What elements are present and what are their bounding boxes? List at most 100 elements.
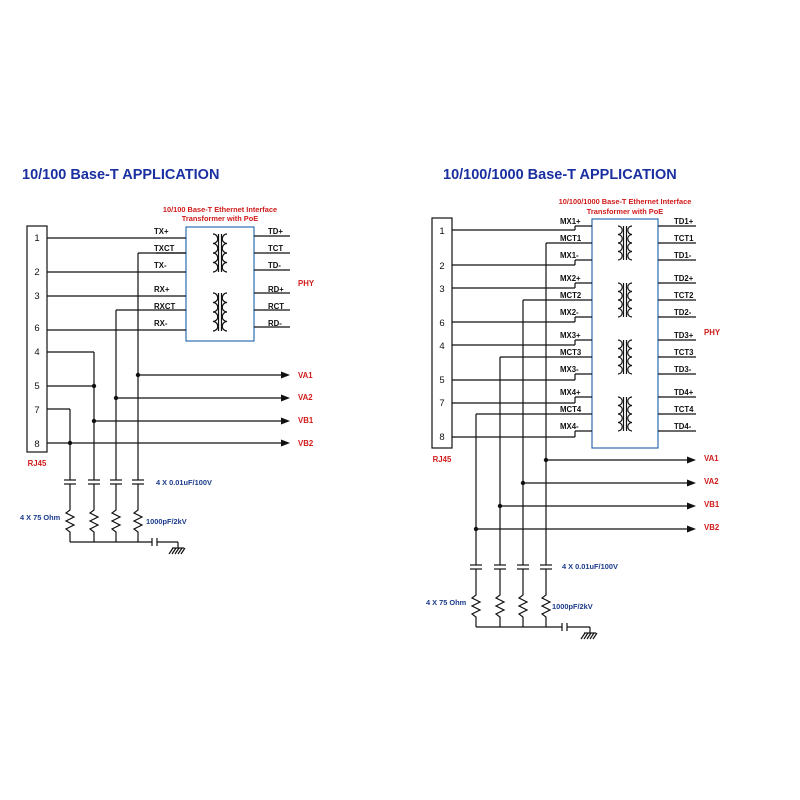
left-transformer-box xyxy=(185,226,255,342)
signal-label: MCT3 xyxy=(560,348,582,357)
pin-label: 4 xyxy=(34,347,39,358)
signal-label: MCT1 xyxy=(560,234,582,243)
resistor xyxy=(64,505,76,537)
signal-label: TCT2 xyxy=(674,291,694,300)
wire xyxy=(580,632,586,640)
pin-label: 1 xyxy=(439,226,444,237)
output-label: VA2 xyxy=(298,393,313,402)
pin-label: 6 xyxy=(439,318,444,329)
signal-label: TD- xyxy=(268,261,281,270)
left-connector-pins: 1 2 3 6 4 5 7 8 xyxy=(34,233,39,450)
junction-dot xyxy=(67,440,73,446)
signal-label: TD1- xyxy=(674,251,692,260)
left-hv-capacitor-label: 1000pF/2kV xyxy=(146,517,187,526)
pin-label: 3 xyxy=(439,284,444,295)
signal-label: RX- xyxy=(154,319,168,328)
signal-label: MCT4 xyxy=(560,405,582,414)
arrow-head xyxy=(687,525,696,533)
pin-label: 7 xyxy=(34,405,39,416)
schematic-wiring xyxy=(47,225,696,640)
signal-label: MX3- xyxy=(560,365,579,374)
signal-label: RD+ xyxy=(268,285,284,294)
wire xyxy=(586,632,592,640)
right-title: 10/100/1000 Base-T APPLICATION xyxy=(443,167,677,183)
transformer-coil xyxy=(221,233,228,273)
signal-label: TD+ xyxy=(268,227,283,236)
wire xyxy=(171,547,177,555)
signal-label: TXCT xyxy=(154,244,175,253)
resistor xyxy=(470,590,482,622)
left-transformer-title-line2: Transformer with PoE xyxy=(182,214,258,223)
junction-dot xyxy=(91,383,97,389)
transformer-coil xyxy=(617,396,623,432)
left-rj45-label: RJ45 xyxy=(28,459,47,468)
right-rj45-connector xyxy=(431,217,453,449)
signal-label: TD2+ xyxy=(674,274,694,283)
output-label: VB1 xyxy=(704,500,720,509)
signal-label: MX4+ xyxy=(560,388,581,397)
signal-label: MX4- xyxy=(560,422,579,431)
right-transformer-primary-signals: MX1+MCT1MX1-MX2+MCT2MX2-MX3+MCT3MX3-MX4+… xyxy=(560,217,582,431)
wire xyxy=(583,632,589,640)
arrow-head xyxy=(281,371,290,379)
transformer-coil xyxy=(617,282,623,318)
output-label: VB2 xyxy=(704,523,720,532)
pin-label: 8 xyxy=(439,432,444,443)
arrow-head xyxy=(281,417,290,425)
right-transformer-title-line2: Transformer with PoE xyxy=(587,207,663,216)
right-hv-capacitor-label: 1000pF/2kV xyxy=(552,602,593,611)
signal-label: MX3+ xyxy=(560,331,581,340)
pin-label: 5 xyxy=(439,375,444,386)
signal-label: RX+ xyxy=(154,285,170,294)
pin-label: 2 xyxy=(34,267,39,278)
signal-label: RD- xyxy=(268,319,282,328)
resistor xyxy=(517,590,529,622)
left-transformer-primary-signals: TX+ TXCT TX- RX+ RXCT RX- xyxy=(154,227,175,328)
signal-label: RXCT xyxy=(154,302,175,311)
arrow-head xyxy=(687,456,696,464)
signal-label: MX1+ xyxy=(560,217,581,226)
arrow-head xyxy=(687,479,696,487)
right-poe-outputs: VA1 VA2 VB1 VB2 xyxy=(704,454,720,532)
transformer-coil xyxy=(627,396,633,432)
signal-label: TCT4 xyxy=(674,405,694,414)
arrow-head xyxy=(281,439,290,447)
output-label: VA2 xyxy=(704,477,719,486)
signal-label: MX2- xyxy=(560,308,579,317)
left-transformer-title-line1: 10/100 Base-T Ethernet Interface xyxy=(163,205,277,214)
right-connector-pins: 1 2 3 6 4 5 7 8 xyxy=(439,226,444,443)
right-resistor-label: 4 X 75 Ohm xyxy=(426,598,467,607)
left-rj45-connector xyxy=(26,225,48,453)
signal-label: TD3+ xyxy=(674,331,694,340)
signal-label: TD2- xyxy=(674,308,692,317)
signal-label: MCT2 xyxy=(560,291,582,300)
pin-label: 4 xyxy=(439,341,444,352)
resistor xyxy=(88,505,100,537)
signal-label: TCT3 xyxy=(674,348,694,357)
signal-label: TD3- xyxy=(674,365,692,374)
left-schematic: 10/100 Base-T APPLICATION 10/100 Base-T … xyxy=(20,167,315,526)
resistor xyxy=(110,505,122,537)
wire xyxy=(177,547,183,555)
resistor xyxy=(494,590,506,622)
output-label: VA1 xyxy=(704,454,719,463)
signal-label: TCT xyxy=(268,244,283,253)
right-schematic: 10/100/1000 Base-T APPLICATION 10/100/10… xyxy=(426,167,721,611)
transformer-coil xyxy=(627,282,633,318)
right-rj45-label: RJ45 xyxy=(433,455,452,464)
resistor xyxy=(132,505,144,537)
left-resistor-label: 4 X 75 Ohm xyxy=(20,513,61,522)
right-phy-label: PHY xyxy=(704,328,721,337)
right-transformer-secondary-signals: TD1+TCT1TD1-TD2+TCT2TD2-TD3+TCT3TD3-TD4+… xyxy=(674,217,694,431)
resistor xyxy=(540,590,552,622)
left-poe-outputs: VA1 VA2 VB1 VB2 xyxy=(298,371,314,448)
signal-label: TX- xyxy=(154,261,167,270)
pin-label: 2 xyxy=(439,261,444,272)
right-transformer-title-line1: 10/100/1000 Base-T Ethernet Interface xyxy=(559,197,692,206)
pin-label: 3 xyxy=(34,291,39,302)
output-label: VB1 xyxy=(298,416,314,425)
wire xyxy=(592,632,598,640)
signal-label: TD4- xyxy=(674,422,692,431)
signal-label: TX+ xyxy=(154,227,169,236)
